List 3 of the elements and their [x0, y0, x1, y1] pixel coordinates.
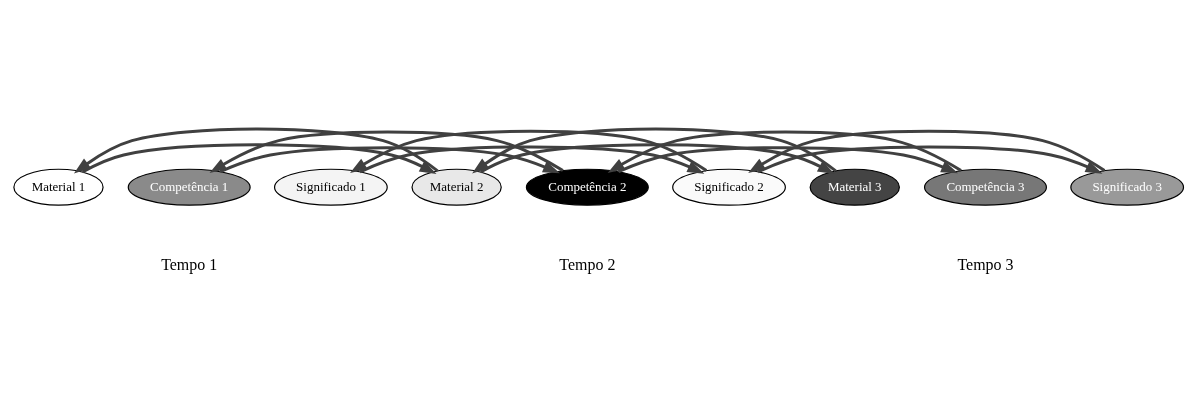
label: Tempo 1: [161, 255, 218, 273]
label: Tempo 2: [559, 255, 616, 273]
label: Tempo 3: [957, 255, 1014, 273]
